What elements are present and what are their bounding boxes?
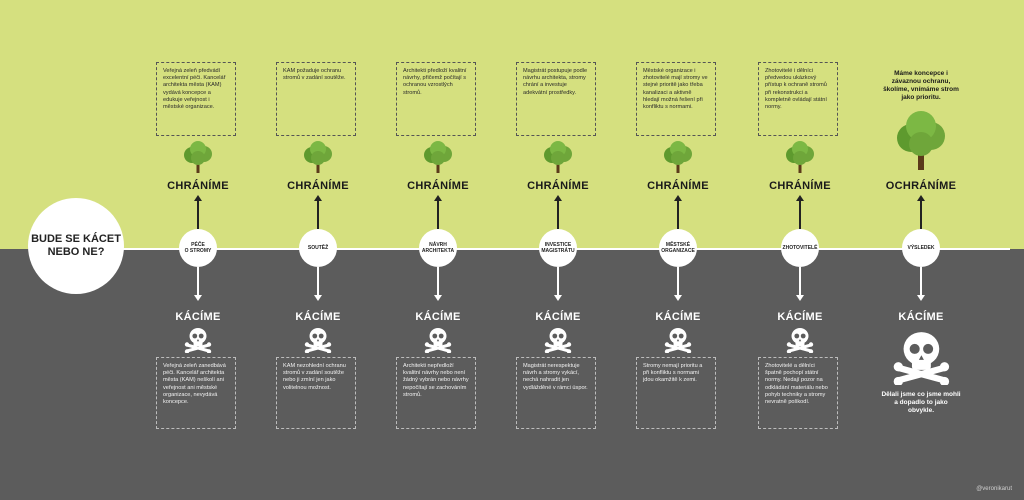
stage-node: NÁVRH ARCHITEKTA — [419, 229, 457, 267]
cut-label: KÁCÍME — [535, 311, 581, 323]
skull-icon — [664, 327, 692, 358]
cut-section — [0, 249, 1024, 500]
arrow-down-icon — [674, 295, 682, 301]
protect-description: Zhotovitelé i dělníci předvedou ukázkový… — [758, 62, 838, 136]
arrow-down-icon — [917, 295, 925, 301]
protect-label: OCHRÁNÍME — [885, 180, 957, 192]
up-line — [197, 200, 199, 229]
cut-description: Architekti nepředloží kvalitní návrhy ne… — [396, 357, 476, 429]
arrow-up-icon — [674, 195, 682, 201]
arrow-down-icon — [796, 295, 804, 301]
cut-description: Stromy nemají prioritu a při konfliktu s… — [636, 357, 716, 429]
stage-node: MĚSTSKÉ ORGANIZACE — [659, 229, 697, 267]
tree-icon — [784, 140, 816, 179]
protect-label: CHRÁNÍME — [647, 180, 709, 192]
skull-icon — [786, 327, 814, 358]
tree-icon — [302, 140, 334, 179]
up-line — [920, 200, 922, 229]
credit: @veronikarut — [976, 486, 1012, 492]
protect-description: Magistrát postupuje podle návrhu archite… — [516, 62, 596, 136]
stage-node: SOUTĚŽ — [299, 229, 337, 267]
arrow-up-icon — [796, 195, 804, 201]
tree-icon — [891, 110, 951, 177]
arrow-down-icon — [194, 295, 202, 301]
cut-description: KAM nezohlední ochranu stromů v zadání s… — [276, 357, 356, 429]
down-line — [197, 267, 199, 295]
cut-label: KÁCÍME — [898, 311, 944, 323]
protect-description: Městské organizace i zhotovitelé mají st… — [636, 62, 716, 136]
up-line — [437, 200, 439, 229]
protect-description: KAM požaduje ochranu stromů v zadání sou… — [276, 62, 356, 136]
arrow-down-icon — [554, 295, 562, 301]
cut-label: KÁCÍME — [655, 311, 701, 323]
protect-label: CHRÁNÍME — [407, 180, 469, 192]
cut-label: KÁCÍME — [295, 311, 341, 323]
cut-description: Dělali jsme co jsme mohli a dopadlo to j… — [881, 391, 961, 414]
down-line — [437, 267, 439, 295]
skull-icon — [304, 327, 332, 358]
cut-label: KÁCÍME — [415, 311, 461, 323]
stage-node: VÝSLEDEK — [902, 229, 940, 267]
protect-description: Veřejná zeleň předvádí excelentní péči. … — [156, 62, 236, 136]
protect-label: CHRÁNÍME — [287, 180, 349, 192]
protect-label: CHRÁNÍME — [527, 180, 589, 192]
protect-description: Máme koncepce i závaznou ochranu, školím… — [883, 70, 959, 101]
stage-node: PÉČE O STROMY — [179, 229, 217, 267]
tree-icon — [662, 140, 694, 179]
cut-label: KÁCÍME — [777, 311, 823, 323]
down-line — [317, 267, 319, 295]
arrow-up-icon — [554, 195, 562, 201]
protect-section — [0, 0, 1024, 249]
down-line — [677, 267, 679, 295]
arrow-up-icon — [917, 195, 925, 201]
arrow-up-icon — [194, 195, 202, 201]
up-line — [557, 200, 559, 229]
tree-icon — [542, 140, 574, 179]
cut-description: Magistrát nerespektuje návrh a stromy vy… — [516, 357, 596, 429]
skull-icon — [424, 327, 452, 358]
arrow-up-icon — [434, 195, 442, 201]
down-line — [799, 267, 801, 295]
arrow-down-icon — [314, 295, 322, 301]
protect-label: CHRÁNÍME — [167, 180, 229, 192]
tree-icon — [182, 140, 214, 179]
tree-icon — [422, 140, 454, 179]
stage-node: ZHOTOVITELÉ — [781, 229, 819, 267]
stage-node: INVESTICE MAGISTRÁTU — [539, 229, 577, 267]
arrow-down-icon — [434, 295, 442, 301]
arrow-up-icon — [314, 195, 322, 201]
cut-label: KÁCÍME — [175, 311, 221, 323]
protect-label: CHRÁNÍME — [769, 180, 831, 192]
main-question: BUDE SE KÁCET NEBO NE? — [28, 198, 124, 294]
cut-description: Zhotovitelé a dělníci špatně pochopí stá… — [758, 357, 838, 429]
cut-description: Veřejná zeleň zanedbává péči. Kancelář a… — [156, 357, 236, 429]
up-line — [799, 200, 801, 229]
skull-icon — [892, 330, 951, 390]
skull-icon — [544, 327, 572, 358]
up-line — [677, 200, 679, 229]
up-line — [317, 200, 319, 229]
protect-description: Architekti předloží kvalitní návrhy, při… — [396, 62, 476, 136]
down-line — [920, 267, 922, 295]
timeline-line — [60, 248, 1010, 250]
skull-icon — [184, 327, 212, 358]
down-line — [557, 267, 559, 295]
